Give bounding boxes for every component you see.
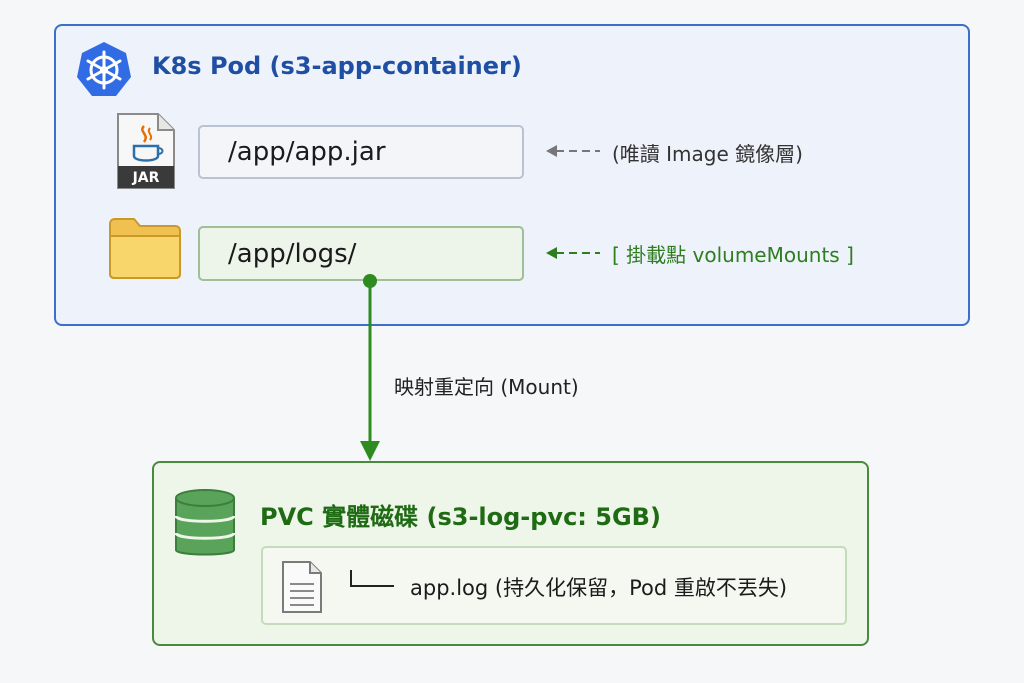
document-icon <box>282 561 322 613</box>
folder-icon <box>109 218 181 279</box>
pod-title: K8s Pod (s3-app-container) <box>152 52 522 80</box>
database-icon <box>174 489 236 556</box>
kubernetes-icon <box>77 42 131 96</box>
tree-branch-line <box>350 570 394 587</box>
mount-label: 映射重定向 (Mount) <box>394 375 579 399</box>
jar-path-box: /app/app.jar <box>198 125 524 179</box>
logs-note: [ 掛載點 volumeMounts ] <box>612 243 854 267</box>
logs-path-box: /app/logs/ <box>198 226 524 281</box>
log-file-text: app.log (持久化保留，Pod 重啟不丟失) <box>410 576 788 600</box>
pvc-title: PVC 實體磁碟 (s3-log-pvc: 5GB) <box>260 503 661 531</box>
jar-file-icon: JAR <box>117 113 175 189</box>
jar-note: (唯讀 Image 鏡像層) <box>612 142 803 166</box>
jar-badge-label: JAR <box>132 170 160 186</box>
